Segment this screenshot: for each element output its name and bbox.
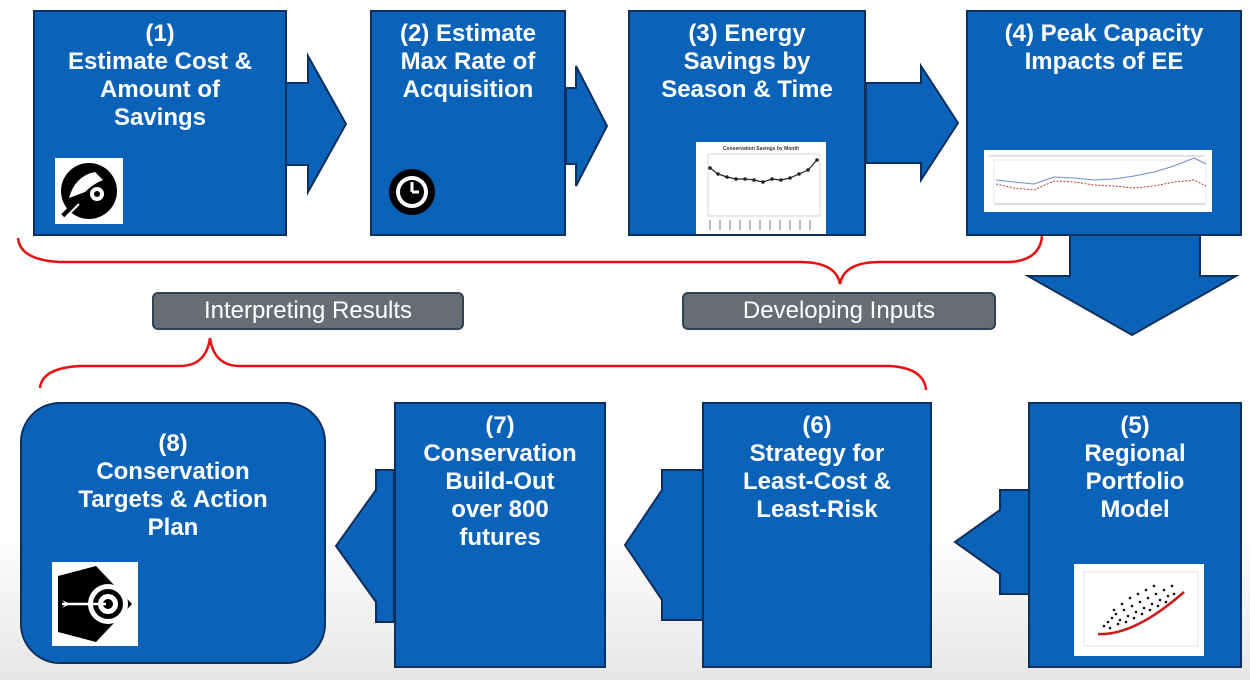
step-3-label: (3) Energy Savings by Season & Time — [661, 20, 833, 103]
arrow-5-to-6 — [953, 489, 1031, 595]
step-1-box: (1) Estimate Cost & Amount of Savings — [33, 10, 287, 236]
thumbnail-chart-title: Conservation Savings by Month — [723, 146, 799, 152]
interpreting-results-brace — [38, 337, 928, 391]
arrow-2-to-3 — [565, 65, 609, 187]
step-4-label: (4) Peak Capacity Impacts of EE — [1004, 20, 1204, 75]
clock-icon — [388, 168, 436, 216]
portfolio-scatter-thumbnail — [1074, 564, 1204, 656]
monthly-savings-chart-thumbnail: Conservation Savings by Month — [696, 142, 826, 234]
step-4-box: (4) Peak Capacity Impacts of EE — [966, 10, 1242, 236]
step-8-box: (8) Conservation Targets & Action Plan — [20, 402, 326, 664]
step-6-label: (6) Strategy for Least-Cost & Least-Risk — [742, 412, 892, 523]
step-3-box: (3) Energy Savings by Season & Time Cons… — [628, 10, 866, 236]
step-8-label: (8) Conservation Targets & Action Plan — [78, 430, 268, 541]
hand-gears-icon — [55, 158, 123, 224]
step-6-box: (6) Strategy for Least-Cost & Least-Risk — [702, 402, 932, 668]
interpreting-results-label: Interpreting Results — [152, 292, 464, 330]
arrow-6-to-7 — [623, 469, 705, 621]
step-7-label: (7) Conservation Build-Out over 800 futu… — [423, 412, 577, 551]
step-7-box: (7) Conservation Build-Out over 800 futu… — [394, 402, 606, 668]
step-5-box: (5) Regional Portfolio Model — [1028, 402, 1242, 668]
step-1-label: (1) Estimate Cost & Amount of Savings — [67, 20, 253, 131]
arrow-4-to-5 — [1024, 233, 1240, 337]
target-arrow-icon — [52, 562, 138, 646]
arrow-1-to-2 — [285, 52, 348, 196]
step-5-label: (5) Regional Portfolio Model — [1084, 412, 1186, 523]
arrow-3-to-4 — [865, 62, 960, 184]
step-2-label: (2) Estimate Max Rate of Acquisition — [399, 20, 537, 103]
step-2-box: (2) Estimate Max Rate of Acquisition — [370, 10, 566, 236]
peak-capacity-chart-thumbnail — [984, 150, 1212, 212]
arrow-7-to-8 — [334, 469, 395, 623]
developing-inputs-brace — [16, 235, 1044, 285]
developing-inputs-label: Developing Inputs — [682, 292, 996, 330]
